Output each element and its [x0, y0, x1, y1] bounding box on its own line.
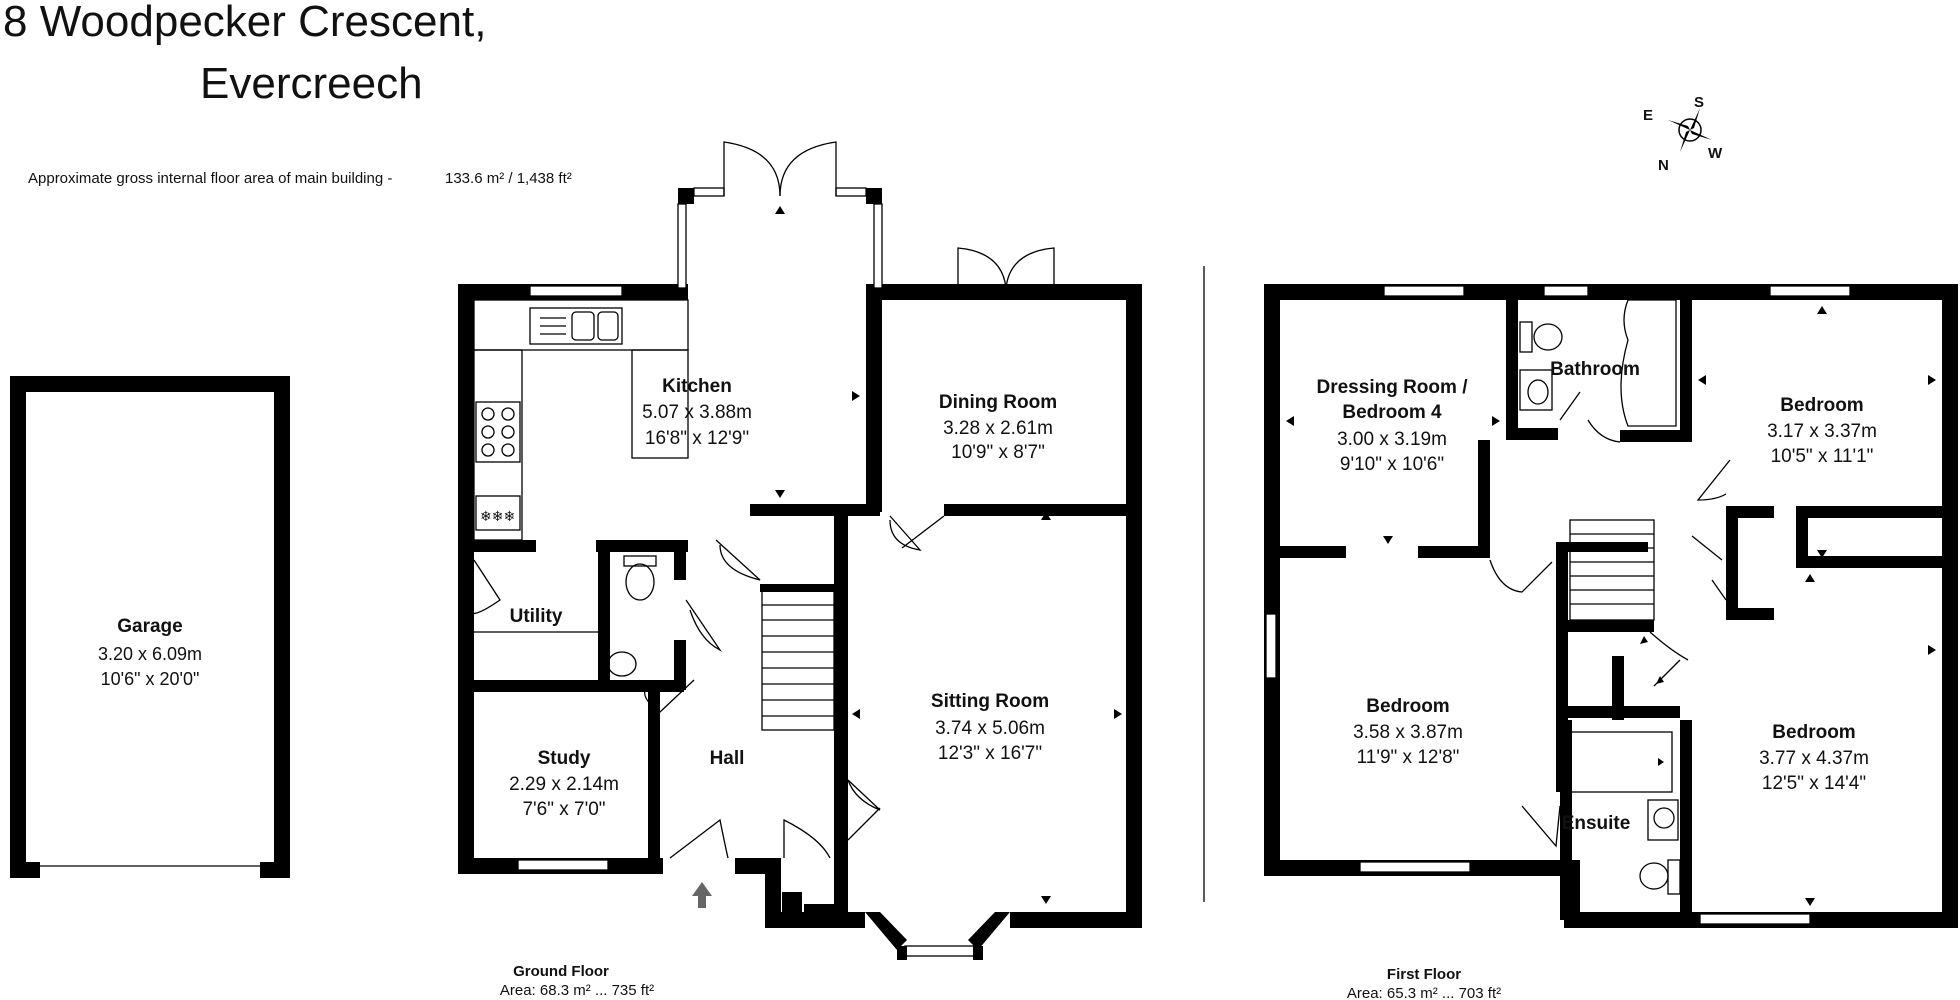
compass-icon: E S N W	[1643, 94, 1723, 174]
bedroom-ne-name: Bedroom	[1780, 395, 1863, 416]
first-floor-plan: Dressing Room / Bedroom 4 3.00 x 3.19m 9…	[1264, 284, 1958, 1000]
entrance-arrow-icon	[692, 882, 712, 908]
dining-name: Dining Room	[939, 392, 1057, 413]
garage-imperial: 10'6" x 20'0"	[101, 669, 200, 689]
utility-name: Utility	[510, 606, 563, 627]
garage: Garage 3.20 x 6.09m 10'6" x 20'0"	[10, 376, 290, 878]
garage-name: Garage	[117, 616, 182, 637]
study-metric: 2.29 x 2.14m	[509, 774, 619, 795]
kitchen-units: ❄❄❄	[473, 299, 689, 552]
bedroom-w-metric: 3.58 x 3.87m	[1353, 722, 1463, 743]
sitting-name: Sitting Room	[931, 691, 1049, 712]
ensuite-name: Ensuite	[1562, 813, 1631, 834]
bedroom-ne-metric: 3.17 x 3.37m	[1767, 421, 1877, 442]
dressing-name-1: Dressing Room /	[1317, 377, 1469, 398]
ground-floor-plan: ❄❄❄ Kitchen 5.07 x 3.88m 16'8" x 12'9" D…	[458, 141, 1142, 999]
first-floor-area: Area: 65.3 m² ... 703 ft²	[1347, 985, 1501, 1000]
bedroom-ne-imperial: 10'5" x 11'1"	[1771, 446, 1874, 467]
kitchen-imperial: 16'8" x 12'9"	[645, 428, 749, 449]
dressing-name-2: Bedroom 4	[1342, 402, 1442, 423]
compass-n: N	[1658, 157, 1669, 174]
sitting-imperial: 12'3" x 16'7"	[938, 743, 1042, 764]
hall-name: Hall	[710, 748, 745, 769]
dining-metric: 3.28 x 2.61m	[943, 418, 1053, 439]
ground-floor-area: Area: 68.3 m² ... 735 ft²	[500, 982, 654, 999]
bedroom-se-imperial: 12'5" x 14'4"	[1762, 773, 1866, 794]
bedroom-w-name: Bedroom	[1366, 696, 1449, 717]
address-line-2: Evercreech	[200, 59, 423, 108]
bathroom-name: Bathroom	[1550, 359, 1640, 380]
study-imperial: 7'6" x 7'0"	[522, 799, 605, 820]
compass-w: W	[1708, 145, 1723, 162]
address-line-1: 8 Woodpecker Crescent,	[3, 0, 486, 46]
bedroom-w-imperial: 11'9" x 12'8"	[1357, 747, 1460, 768]
dressing-metric: 3.00 x 3.19m	[1337, 429, 1447, 450]
ground-stairs	[760, 584, 836, 731]
bathroom-fixtures	[1519, 299, 1677, 427]
first-floor-label: First Floor	[1387, 966, 1461, 983]
ensuite-fixtures	[1567, 731, 1681, 895]
first-stairs	[1569, 519, 1655, 621]
compass-e: E	[1643, 107, 1653, 124]
area-summary-value: 133.6 m² / 1,438 ft²	[445, 170, 572, 187]
bedroom-se-name: Bedroom	[1772, 722, 1855, 743]
cloakroom	[607, 555, 657, 677]
ground-floor-label: Ground Floor	[513, 963, 609, 980]
dressing-imperial: 9'10" x 10'6"	[1340, 454, 1444, 475]
bedroom-se-metric: 3.77 x 4.37m	[1759, 748, 1869, 769]
kitchen-name: Kitchen	[662, 376, 732, 397]
dining-imperial: 10'9" x 8'7"	[951, 442, 1045, 463]
garage-metric: 3.20 x 6.09m	[98, 644, 202, 664]
study-name: Study	[538, 748, 591, 769]
compass-s: S	[1694, 94, 1704, 111]
area-summary-label: Approximate gross internal floor area of…	[28, 170, 392, 187]
kitchen-metric: 5.07 x 3.88m	[642, 402, 752, 423]
svg-text:❄❄❄: ❄❄❄	[480, 508, 515, 524]
sitting-metric: 3.74 x 5.06m	[935, 718, 1045, 739]
